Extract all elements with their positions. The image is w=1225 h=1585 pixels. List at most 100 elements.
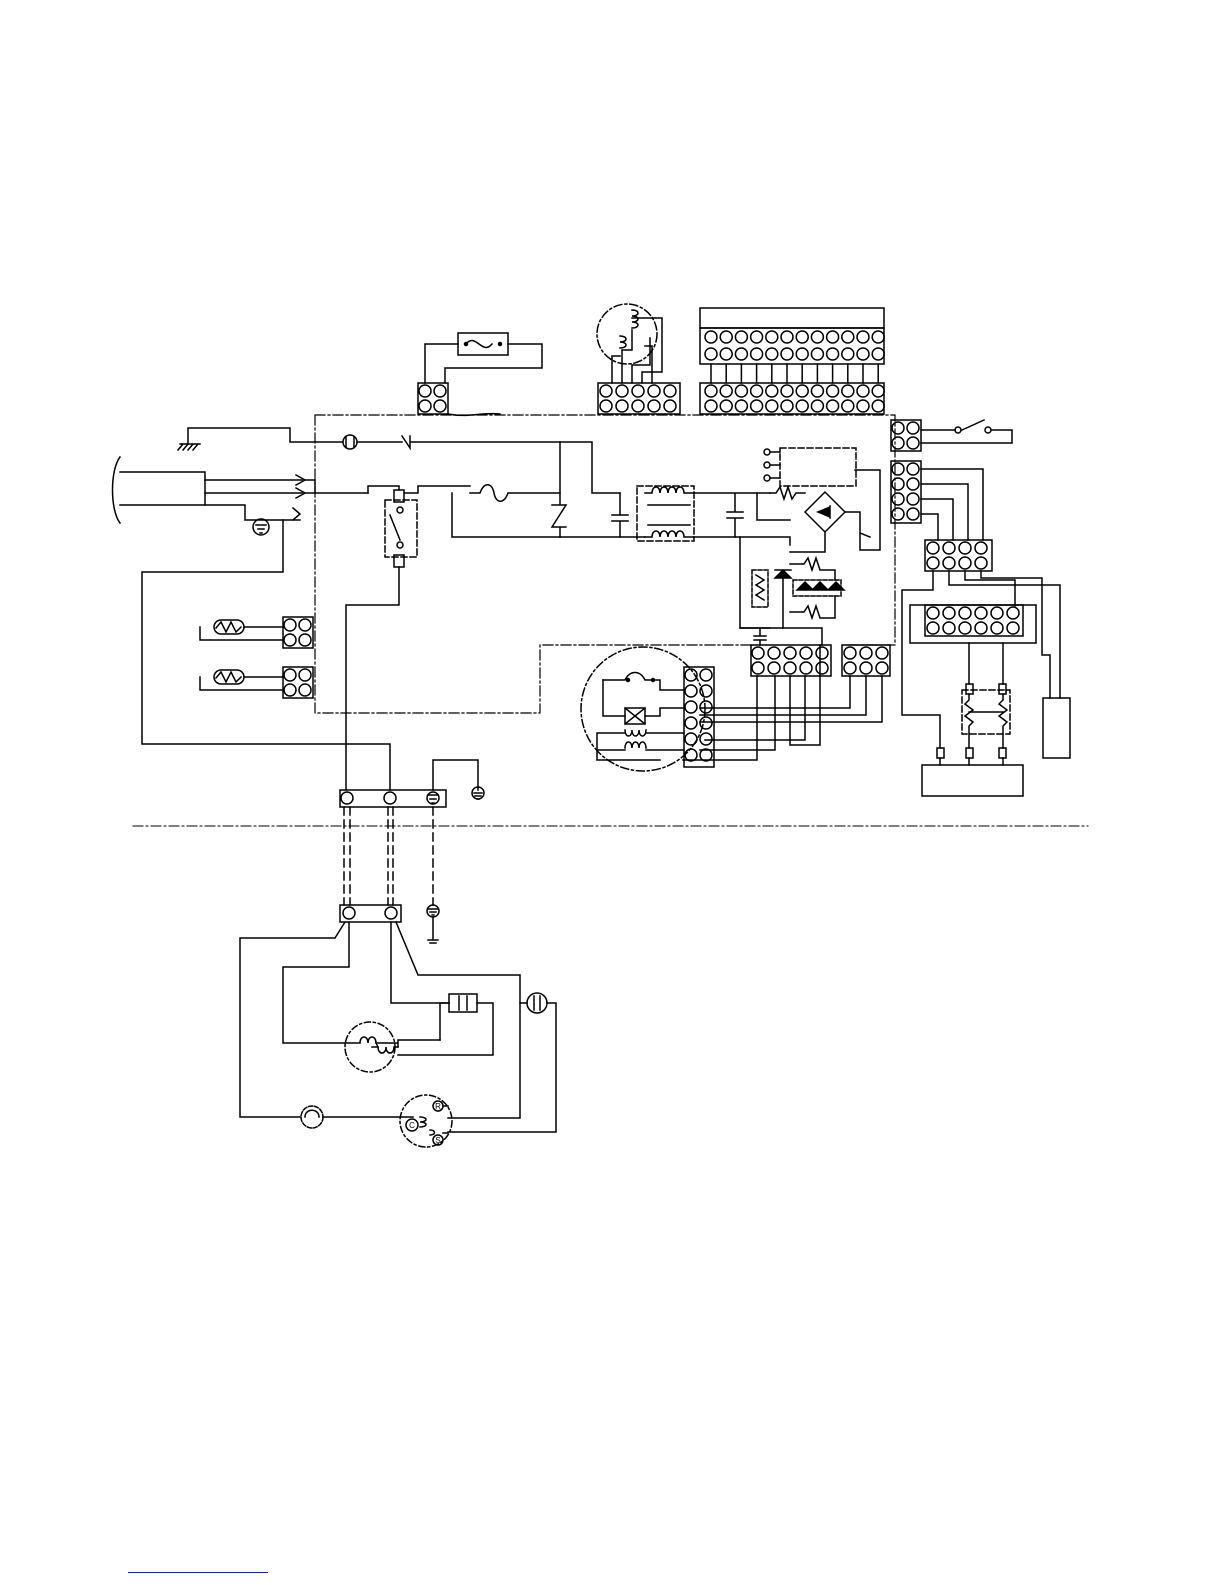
connector-pin (685, 749, 697, 761)
connector-pin (664, 385, 676, 397)
connector-pin (781, 331, 793, 343)
connector-pin (751, 400, 763, 412)
connector-pin (781, 348, 793, 360)
connector-pin (800, 662, 812, 674)
fan-motor (345, 1022, 440, 1072)
connector-pin (600, 400, 612, 412)
compressor-terminal-r: R (435, 1102, 441, 1111)
connector-pin (959, 622, 971, 634)
triac (740, 537, 844, 645)
connector-pin (842, 348, 854, 360)
interconnect-wires (344, 807, 433, 905)
connector-pin (827, 331, 839, 343)
switch (891, 420, 1012, 451)
connector-pin (796, 385, 808, 397)
connector-pin (720, 400, 732, 412)
connector-pin (975, 622, 987, 634)
connector-pin (735, 385, 747, 397)
terminal-block (340, 905, 439, 943)
connector-pin (857, 385, 869, 397)
bridge-rectifier (757, 470, 880, 552)
footer-link-underline[interactable] (128, 1572, 268, 1573)
connector-pin (959, 607, 971, 619)
connector-pin (1007, 622, 1019, 634)
connector-pin (784, 647, 796, 659)
connector-pin (600, 385, 612, 397)
capacitor (694, 493, 790, 545)
connector-pin (616, 385, 628, 397)
connector-pin (752, 647, 764, 659)
connector-right-4pin (891, 461, 983, 540)
control-board (910, 605, 1070, 758)
connector-pin (816, 662, 828, 674)
main-pcb-boundary (315, 415, 895, 713)
connector-pin (766, 348, 778, 360)
connector-pin (766, 331, 778, 343)
connector-pin (751, 331, 763, 343)
connector-pin (648, 385, 660, 397)
connector-pin (705, 348, 717, 360)
connector-pin (872, 331, 884, 343)
outdoor-wiring (240, 922, 520, 1117)
connector-pin (857, 331, 869, 343)
connector-pin (784, 662, 796, 674)
power-cable (113, 457, 369, 523)
connector-pin (766, 400, 778, 412)
connector-top-left (418, 383, 500, 415)
varistor (552, 442, 620, 537)
connector-pin (842, 331, 854, 343)
connector-pin (872, 348, 884, 360)
connector-pin (796, 400, 808, 412)
connector-pin (705, 400, 717, 412)
overload-protector (301, 1106, 413, 1128)
relay-contacts (764, 448, 856, 486)
compressor (400, 1095, 452, 1147)
display-board (700, 308, 884, 414)
connector-pin (842, 400, 854, 412)
connector-pin (927, 607, 939, 619)
connector-pin (752, 662, 764, 674)
connector-pin (811, 348, 823, 360)
connector-pin (811, 331, 823, 343)
connector-pin (975, 607, 987, 619)
connector-pin (685, 701, 697, 713)
connector-pin (1007, 607, 1019, 619)
connector-pin (735, 331, 747, 343)
connector-pin (991, 622, 1003, 634)
compressor-capacitor (448, 993, 556, 1132)
connector-pin (700, 733, 712, 745)
connector-pin (685, 717, 697, 729)
connector-pin (827, 400, 839, 412)
capacitor (560, 493, 645, 537)
connector-pin (872, 400, 884, 412)
connector-pin (857, 400, 869, 412)
compressor-terminal-s: S (435, 1136, 440, 1145)
connector-pin (705, 385, 717, 397)
connector-pin (616, 400, 628, 412)
connector-pin (720, 348, 732, 360)
noise-filter (637, 486, 694, 541)
connector-pin (781, 400, 793, 412)
connector-pin (781, 385, 793, 397)
connector-pin (842, 385, 854, 397)
fan-motor (581, 647, 714, 771)
connector-pin (811, 385, 823, 397)
connector-pin (685, 733, 697, 745)
connector-pin (768, 647, 780, 659)
connector-pin (827, 348, 839, 360)
connector-pin (796, 331, 808, 343)
connector-pin (796, 348, 808, 360)
wiring-left (142, 520, 478, 790)
connector-pin (720, 331, 732, 343)
connector-pin (664, 400, 676, 412)
connector-pin (632, 385, 644, 397)
connector-pin (991, 607, 1003, 619)
thermistor-board (922, 643, 1023, 796)
thermistor (200, 667, 313, 698)
connector-stepping-motor (598, 383, 680, 414)
connector-pin (827, 385, 839, 397)
connector-pin (685, 685, 697, 697)
connector-pin (700, 701, 712, 713)
connector-pin (751, 385, 763, 397)
